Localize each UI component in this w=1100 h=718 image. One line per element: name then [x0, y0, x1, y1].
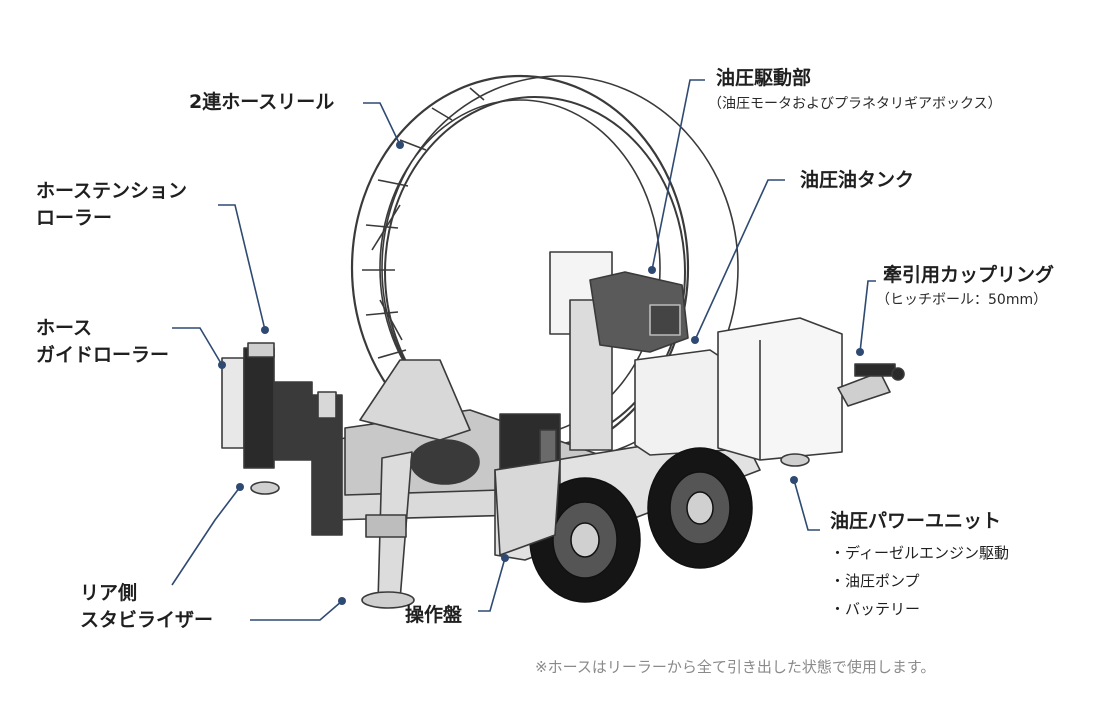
oil-tank — [634, 349, 729, 456]
label-oil-tank: 油圧油タンク — [800, 169, 915, 191]
leader-oil-tank — [694, 179, 785, 341]
leader-rear-stabilizer — [171, 486, 241, 586]
label-control-panel: 操作盤 — [405, 604, 463, 626]
leader-power-unit — [793, 479, 820, 531]
label-guide-roller-line2: ガイドローラー — [36, 344, 170, 366]
footnote: ※ホースはリーラーから全て引き出した状態で使用します。 — [535, 658, 936, 676]
label-tension-roller-line1: ホーステンション — [36, 180, 188, 202]
leader-coupling — [859, 280, 876, 353]
reel-rungs — [362, 87, 485, 396]
label-power-unit: 油圧パワーユニット — [830, 510, 1002, 532]
label-hydraulic-drive-sub: （油圧モータおよびプラネタリギアボックス） — [708, 96, 1002, 112]
label-hose-reel: 2連ホースリール — [189, 91, 335, 113]
label-tension-roller-line2: ローラー — [36, 207, 113, 229]
power-unit-item: ・ディーゼルエンジン駆動 — [830, 544, 1009, 562]
power-unit-box — [717, 317, 843, 461]
tow-coupling — [837, 363, 905, 407]
leader-tension-roller — [218, 204, 266, 331]
power-unit-item: ・バッテリー — [830, 600, 921, 618]
leader-hose-reel — [363, 102, 401, 146]
hose-drum — [410, 439, 480, 485]
leader-guide-roller — [172, 327, 223, 366]
stabilizer-jacks — [250, 451, 810, 609]
leader-control-panel — [478, 557, 506, 612]
wheels — [529, 447, 753, 603]
label-coupling-sub: （ヒッチボール：50mm） — [876, 292, 1048, 308]
label-guide-roller-line1: ホース — [36, 317, 93, 339]
leader-stabilizer-foot — [250, 600, 343, 621]
label-hydraulic-drive: 油圧駆動部 — [716, 67, 812, 89]
label-rear-stabilizer-line2: スタビライザー — [80, 609, 214, 631]
label-coupling: 牽引用カップリング — [883, 264, 1055, 286]
leader-hydraulic-drive — [651, 79, 705, 271]
power-unit-item: ・油圧ポンプ — [830, 572, 920, 590]
fender — [494, 459, 561, 557]
leader-lines — [171, 79, 876, 621]
leader-dots — [218, 141, 864, 605]
rear-roller-assembly — [221, 342, 343, 536]
motor-grille — [649, 304, 681, 336]
label-rear-stabilizer-line1: リア側 — [80, 582, 138, 604]
reel-support — [359, 359, 471, 441]
